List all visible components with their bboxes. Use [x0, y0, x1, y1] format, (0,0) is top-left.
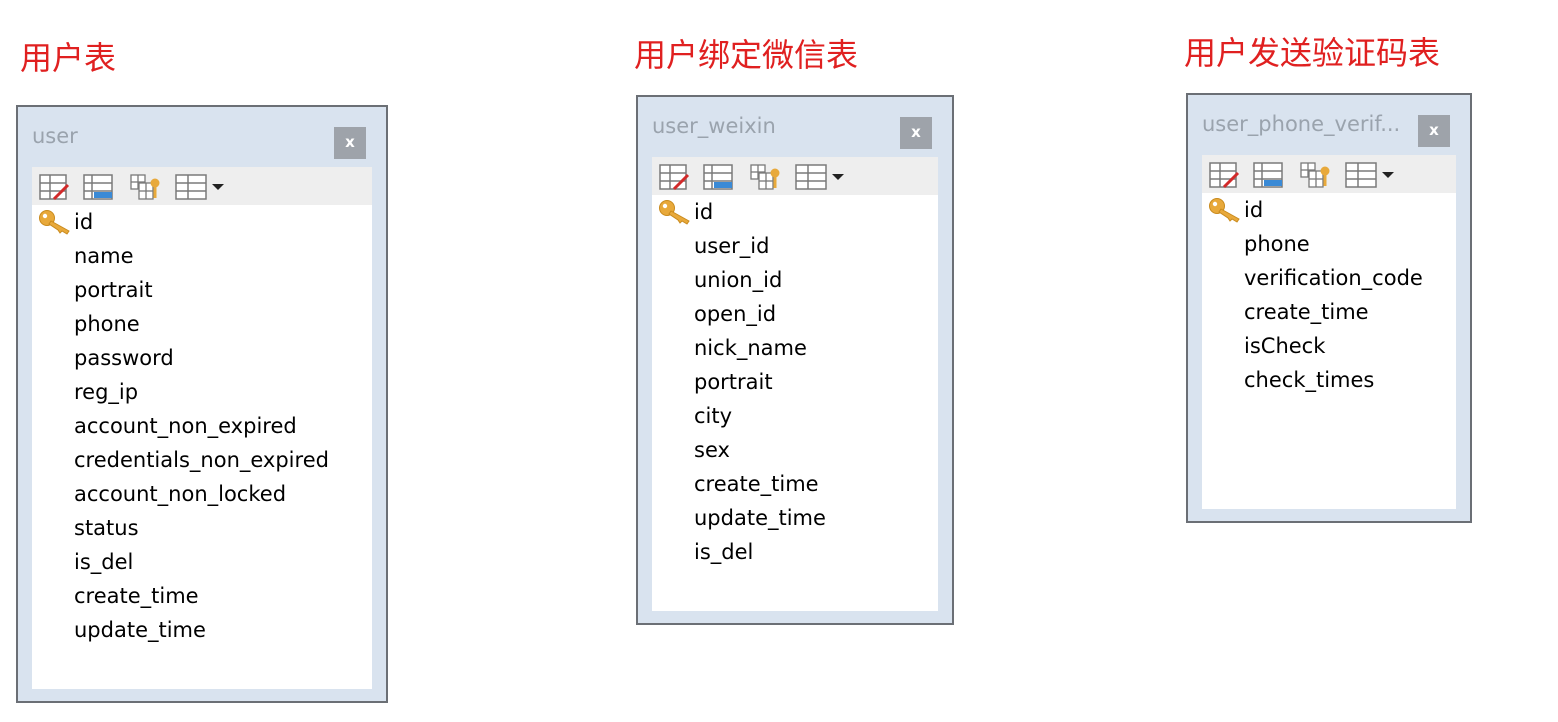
field-row[interactable]: portrait — [652, 365, 938, 399]
field-row[interactable]: create_time — [652, 467, 938, 501]
field-row[interactable]: is_del — [652, 535, 938, 569]
table-window-user-phone-verify[interactable]: user_phone_verif... x id phone verificatio… — [1186, 93, 1472, 523]
field-row[interactable]: check_times — [1202, 363, 1456, 397]
form-view-icon[interactable] — [82, 172, 116, 202]
field-properties-icon[interactable] — [748, 162, 782, 192]
field-row[interactable]: status — [32, 511, 372, 545]
field-row[interactable]: id — [652, 195, 938, 229]
grid-view-dropdown-icon[interactable] — [174, 172, 230, 202]
field-row[interactable]: portrait — [32, 273, 372, 307]
field-row[interactable]: password — [32, 341, 372, 375]
field-name: union_id — [694, 268, 783, 292]
field-name: create_time — [694, 472, 819, 496]
grid-view-dropdown-icon[interactable] — [1344, 160, 1400, 190]
field-name: city — [694, 404, 733, 428]
field-name: nick_name — [694, 336, 807, 360]
form-view-icon[interactable] — [702, 162, 736, 192]
field-row[interactable]: city — [652, 399, 938, 433]
field-name: id — [1244, 198, 1264, 222]
field-name: account_non_expired — [74, 414, 297, 438]
table-title: user_phone_verif... — [1202, 112, 1401, 136]
field-row[interactable]: update_time — [652, 501, 938, 535]
caption-user: 用户表 — [20, 39, 117, 77]
field-properties-icon[interactable] — [1298, 160, 1332, 190]
field-name: phone — [74, 312, 140, 336]
field-row[interactable]: credentials_non_expired — [32, 443, 372, 477]
field-name: id — [74, 210, 94, 234]
field-row[interactable]: id — [1202, 193, 1456, 227]
close-button[interactable]: x — [1418, 115, 1450, 147]
field-name: create_time — [1244, 300, 1369, 324]
field-list: id phone verification_code create_time isChe… — [1202, 193, 1456, 397]
field-name: status — [74, 516, 139, 540]
field-row[interactable]: nick_name — [652, 331, 938, 365]
field-properties-icon[interactable] — [128, 172, 162, 202]
primary-key-icon — [38, 209, 72, 235]
field-name: portrait — [694, 370, 773, 394]
toolbar — [32, 167, 372, 205]
field-name: open_id — [694, 302, 777, 326]
field-row[interactable]: user_id — [652, 229, 938, 263]
field-name: reg_ip — [74, 380, 139, 404]
form-view-icon[interactable] — [1252, 160, 1286, 190]
field-row[interactable]: verification_code — [1202, 261, 1456, 295]
field-row[interactable]: phone — [1202, 227, 1456, 261]
field-name: sex — [694, 438, 730, 462]
field-row[interactable]: union_id — [652, 263, 938, 297]
design-table-icon[interactable] — [38, 172, 72, 202]
field-name: name — [74, 244, 134, 268]
field-name: credentials_non_expired — [74, 448, 329, 472]
field-name: phone — [1244, 232, 1310, 256]
field-name: account_non_locked — [74, 482, 287, 506]
field-name: id — [694, 200, 714, 224]
field-name: update_time — [74, 618, 206, 642]
toolbar — [652, 157, 938, 195]
field-row[interactable]: sex — [652, 433, 938, 467]
field-row[interactable]: reg_ip — [32, 375, 372, 409]
field-name: update_time — [694, 506, 826, 530]
field-name: check_times — [1244, 368, 1375, 392]
field-row[interactable]: account_non_locked — [32, 477, 372, 511]
toolbar — [1202, 155, 1456, 193]
design-table-icon[interactable] — [658, 162, 692, 192]
table-title: user — [32, 124, 78, 148]
field-row[interactable]: account_non_expired — [32, 409, 372, 443]
field-name: password — [74, 346, 174, 370]
design-table-icon[interactable] — [1208, 160, 1242, 190]
field-row[interactable]: is_del — [32, 545, 372, 579]
field-row[interactable]: update_time — [32, 613, 372, 647]
field-name: user_id — [694, 234, 770, 258]
primary-key-icon — [1208, 197, 1242, 223]
close-button[interactable]: x — [900, 117, 932, 149]
caption-user-phone-verify: 用户发送验证码表 — [1184, 34, 1441, 72]
field-row[interactable]: isCheck — [1202, 329, 1456, 363]
field-name: is_del — [74, 550, 134, 574]
field-name: is_del — [694, 540, 754, 564]
field-name: portrait — [74, 278, 153, 302]
grid-view-dropdown-icon[interactable] — [794, 162, 850, 192]
field-name: verification_code — [1244, 266, 1423, 290]
table-title: user_weixin — [652, 114, 776, 138]
table-body: id phone verification_code create_time isChe… — [1202, 155, 1456, 509]
field-row[interactable]: phone — [32, 307, 372, 341]
field-row[interactable]: id — [32, 205, 372, 239]
field-row[interactable]: name — [32, 239, 372, 273]
caption-user-weixin: 用户绑定微信表 — [634, 36, 859, 74]
field-name: isCheck — [1244, 334, 1326, 358]
field-row[interactable]: create_time — [32, 579, 372, 613]
field-name: create_time — [74, 584, 199, 608]
close-button[interactable]: x — [334, 127, 366, 159]
field-row[interactable]: open_id — [652, 297, 938, 331]
table-window-user[interactable]: user x id name portrait phone password reg_ip… — [16, 105, 388, 703]
primary-key-icon — [658, 199, 692, 225]
field-row[interactable]: create_time — [1202, 295, 1456, 329]
